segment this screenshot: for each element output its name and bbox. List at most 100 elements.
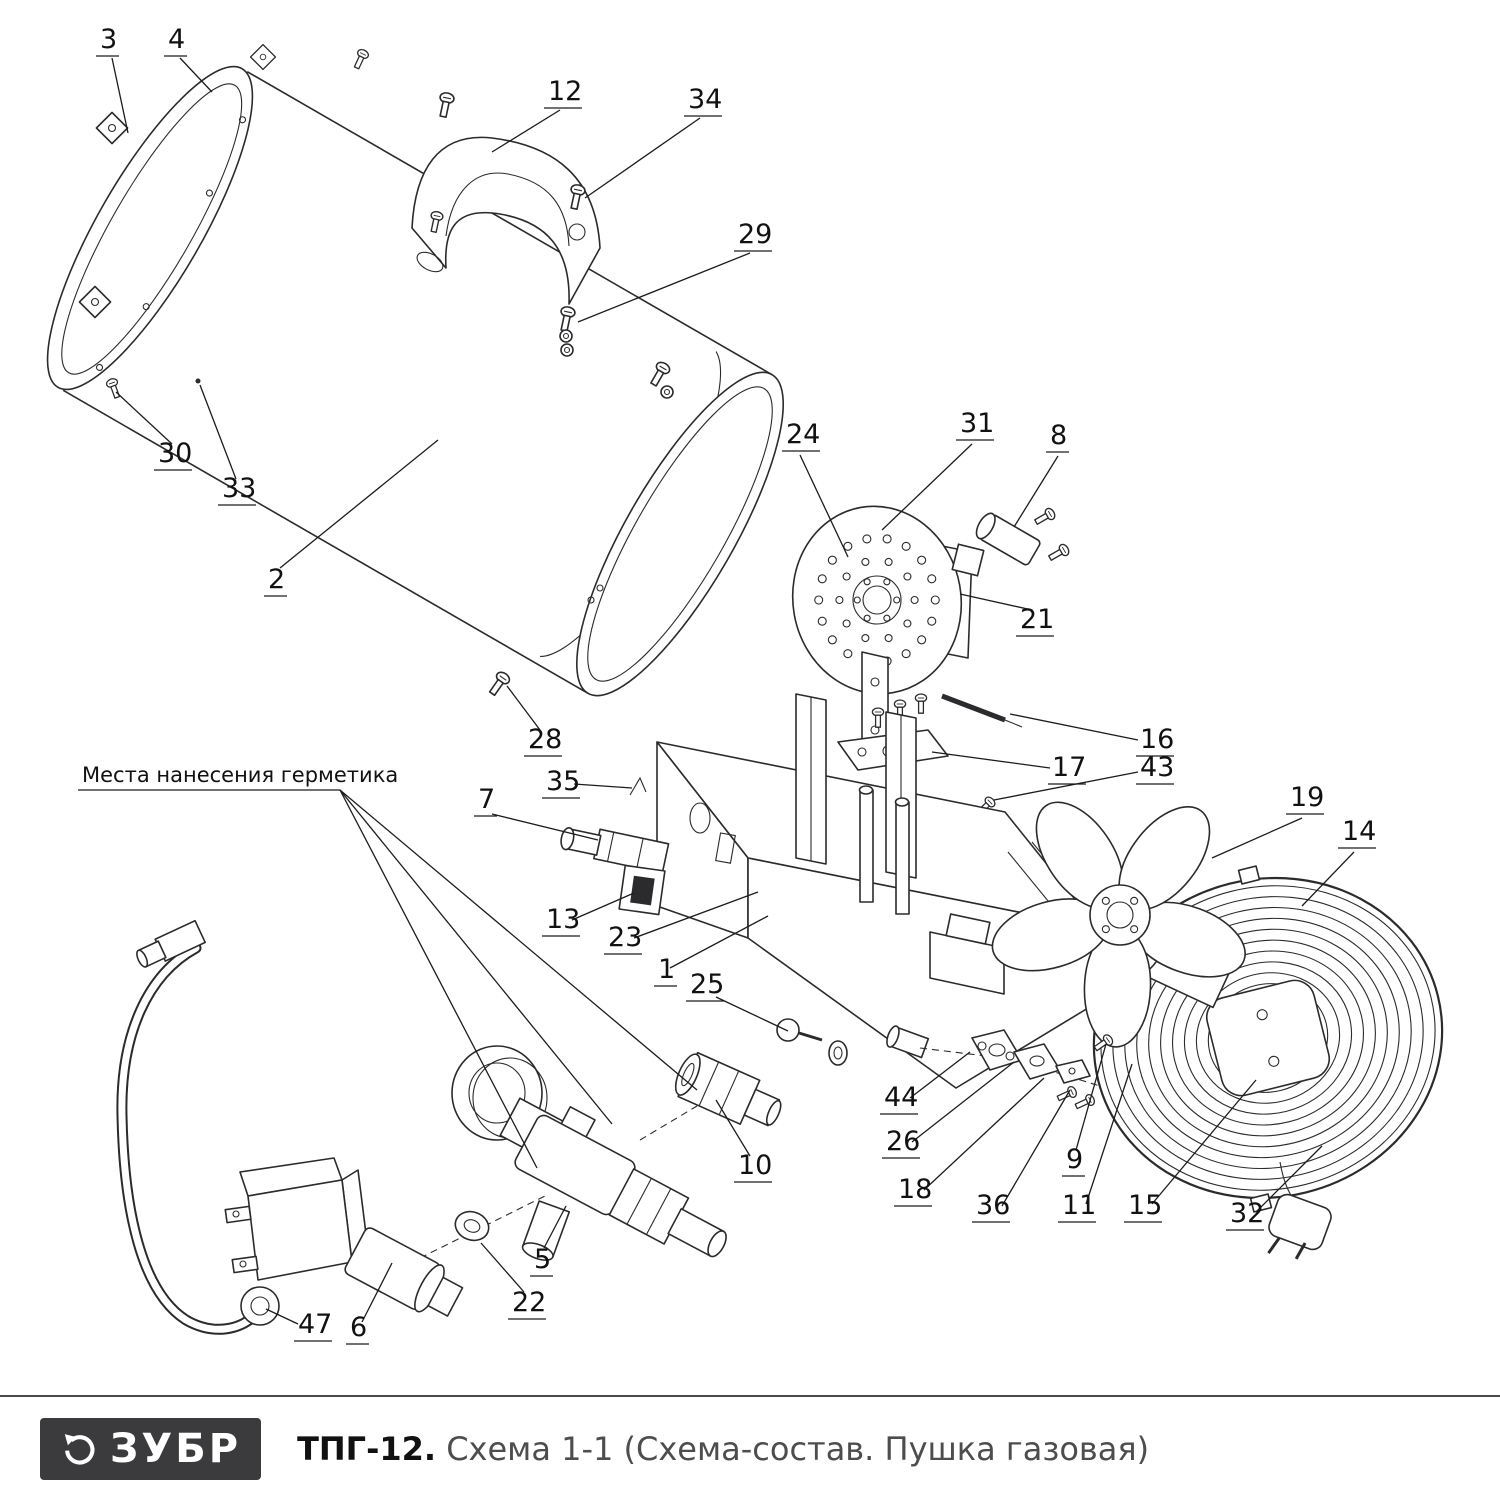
callout-17: 17 [1052, 752, 1086, 783]
callout-30: 30 [158, 438, 192, 469]
valve-branch [521, 1200, 571, 1261]
callout-31: 31 [960, 408, 994, 439]
spade-terminal [224, 1205, 252, 1224]
hole [587, 596, 595, 604]
callout-23: 23 [608, 922, 642, 953]
callout-5: 5 [534, 1244, 551, 1275]
piezo-button [776, 1018, 800, 1042]
callout-36: 36 [976, 1190, 1010, 1221]
angle-bracket [1055, 1059, 1091, 1084]
guard-center-plate [1205, 979, 1331, 1097]
callout-13: 13 [546, 904, 580, 935]
callout-8: 8 [1050, 420, 1067, 451]
screw-icon [914, 693, 928, 714]
spacer-rod [895, 801, 910, 915]
sealing-washer [454, 1210, 490, 1242]
screw-icon [1032, 506, 1058, 528]
gas-inlet-fitting [560, 827, 670, 874]
power-switch [618, 864, 666, 916]
callout-44: 44 [884, 1082, 918, 1113]
nozzle-plate [951, 543, 985, 577]
callout-18: 18 [898, 1174, 932, 1205]
washer-icon [660, 385, 674, 399]
solenoid-valve [224, 1157, 464, 1326]
callout-34: 34 [688, 84, 722, 115]
brand-name: ЗУБР [110, 1425, 242, 1472]
callout-14: 14 [1342, 816, 1376, 847]
screw-icon [1046, 542, 1072, 564]
mount-bracket [95, 111, 129, 145]
callout-26: 26 [886, 1126, 920, 1157]
callout-21: 21 [1020, 604, 1054, 635]
callout-19: 19 [1290, 782, 1324, 813]
callout-33: 33 [222, 473, 256, 504]
ignition-electrode [941, 693, 1006, 723]
callout-4: 4 [168, 24, 185, 55]
callout-15: 15 [1128, 1190, 1162, 1221]
callout-16: 16 [1140, 724, 1174, 755]
callout-10: 10 [738, 1150, 772, 1181]
gas-valve-assembly [419, 1045, 782, 1261]
callout-9: 9 [1066, 1144, 1083, 1175]
bolt-icon [1073, 1092, 1097, 1113]
footer: ЗУБР ТПГ-12. Схема 1-1 (Схема-состав. Пу… [0, 1395, 1500, 1500]
burner-plate [791, 505, 963, 695]
valve-hex-nut [608, 1168, 690, 1245]
callout-7: 7 [478, 784, 495, 815]
copper-tube [116, 919, 264, 1335]
screw-icon [556, 304, 577, 333]
chassis-base [656, 693, 1101, 1089]
callout-11: 11 [1062, 1190, 1096, 1221]
callout-2: 2 [268, 564, 285, 595]
model-number: ТПГ-12. [297, 1429, 437, 1468]
outlet-flange-set [971, 1029, 1116, 1113]
diagram-subtitle: Схема 1-1 (Схема-состав. Пушка газовая) [436, 1429, 1150, 1468]
spade-terminal [231, 1255, 259, 1274]
fan-guard [1092, 865, 1444, 1213]
callout-47: 47 [298, 1309, 332, 1340]
callout-24: 24 [786, 419, 820, 450]
solenoid-coil [344, 1227, 464, 1317]
exploded-view-diagram: Места нанесения герметика 34123429303322… [46, 24, 1444, 1345]
sealant-leader-lines [78, 789, 698, 1169]
washer-icon [559, 329, 573, 343]
diagram-caption: ТПГ-12. Схема 1-1 (Схема-состав. Пушка г… [297, 1430, 1149, 1468]
callout-12: 12 [548, 76, 582, 107]
callout-28: 28 [528, 724, 562, 755]
callout-6: 6 [350, 1312, 367, 1343]
screw-icon [350, 47, 371, 71]
adapter-fitting [674, 1051, 782, 1127]
grommet [828, 1040, 848, 1066]
fan [991, 801, 1246, 1048]
brand-logo: ЗУБР [40, 1417, 262, 1480]
barrel-housing [46, 65, 785, 697]
callout-25: 25 [690, 969, 724, 1000]
carry-handle [411, 136, 601, 305]
hole [596, 584, 604, 592]
callout-32: 32 [1230, 1198, 1264, 1229]
guard-rings [1100, 885, 1436, 1191]
callout-1: 1 [658, 954, 675, 985]
gas-nozzle [975, 512, 1041, 566]
mount-bracket [249, 43, 277, 71]
burner-assembly [791, 505, 1072, 818]
callout-29: 29 [738, 219, 772, 250]
power-plug [1267, 1161, 1332, 1260]
zubr-arrow-icon [64, 1433, 95, 1465]
screw-icon [435, 90, 456, 119]
screw-icon [646, 359, 673, 389]
callout-3: 3 [100, 24, 117, 55]
callout-43: 43 [1140, 752, 1174, 783]
tube-nut [240, 1286, 280, 1326]
sealant-label: Места нанесения герметика [82, 763, 398, 787]
callout-35: 35 [546, 766, 580, 797]
screw-icon [485, 669, 513, 699]
fan-hub [1089, 884, 1151, 946]
valve-outlet [667, 1208, 727, 1258]
rivet-icon [195, 378, 201, 384]
callout-22: 22 [512, 1287, 546, 1318]
washer-icon [560, 343, 574, 357]
fan-hub-holes [1101, 896, 1139, 934]
